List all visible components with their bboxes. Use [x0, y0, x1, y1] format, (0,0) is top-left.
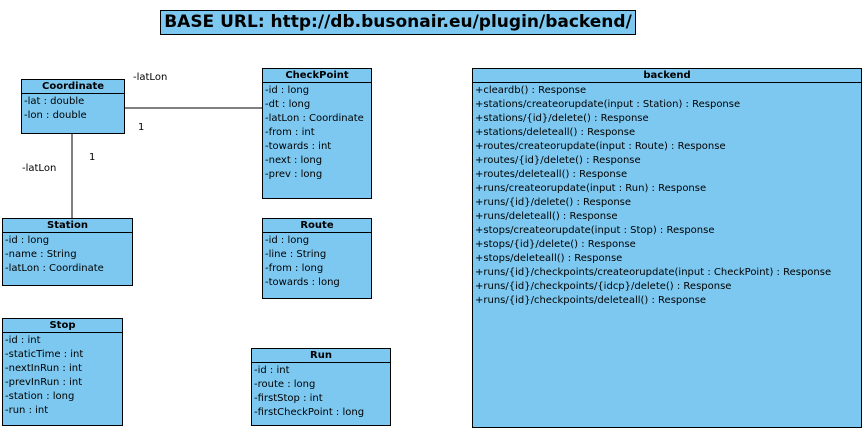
checkpoint-multiplicity-label: 1 — [138, 122, 145, 133]
class-backend[interactable]: backend +cleardb() : Response +stations/… — [472, 68, 862, 428]
class-name: Run — [252, 349, 390, 363]
attribute: -line : String — [265, 249, 327, 260]
attribute: -from : int — [265, 127, 315, 138]
method: +stops/{id}/delete() : Response — [475, 239, 636, 250]
class-station[interactable]: Station -id : long -name : String -latLo… — [2, 218, 133, 286]
method: +stations/{id}/delete() : Response — [475, 113, 649, 124]
class-coordinate[interactable]: Coordinate -lat : double -lon : double — [21, 79, 125, 134]
base-url-title: BASE URL: http://db.busonair.eu/plugin/b… — [160, 10, 636, 35]
attribute: -prevInRun : int — [5, 377, 83, 388]
method: +stops/deleteall() : Response — [475, 253, 623, 264]
class-name: Station — [3, 219, 132, 233]
attribute: -towards : long — [265, 277, 340, 288]
attribute: -run : int — [5, 405, 49, 416]
attribute: -firstCheckPoint : long — [254, 407, 365, 418]
method: +cleardb() : Response — [475, 85, 587, 96]
method: +runs/{id}/delete() : Response — [475, 197, 632, 208]
class-name: Coordinate — [22, 80, 124, 94]
attribute: -id : int — [5, 335, 41, 346]
class-run[interactable]: Run -id : int -route : long -firstStop :… — [251, 348, 391, 426]
method: +stations/createorupdate(input : Station… — [475, 99, 741, 110]
method: +routes/{id}/delete() : Response — [475, 155, 641, 166]
attribute: -latLon : Coordinate — [265, 113, 364, 124]
method: +runs/{id}/checkpoints/deleteall() : Res… — [475, 295, 707, 306]
station-role-label: -latLon — [22, 163, 57, 174]
station-multiplicity-label: 1 — [89, 152, 96, 163]
method: +routes/createorupdate(input : Route) : … — [475, 141, 726, 152]
attribute: -lat : double — [24, 96, 85, 107]
attribute: -towards : int — [265, 141, 332, 152]
attribute: -dt : long — [265, 99, 311, 110]
attribute: -from : long — [265, 263, 324, 274]
checkpoint-role-label: -latLon — [133, 72, 168, 83]
class-name: Stop — [3, 319, 122, 333]
attribute: -prev : long — [265, 169, 323, 180]
method: +runs/{id}/checkpoints/{idcp}/delete() :… — [475, 281, 732, 292]
class-name: Route — [263, 219, 371, 233]
class-name: CheckPoint — [263, 69, 371, 83]
attribute: -name : String — [5, 249, 77, 260]
class-checkpoint[interactable]: CheckPoint -id : long -dt : long -latLon… — [262, 68, 372, 199]
class-route[interactable]: Route -id : long -line : String -from : … — [262, 218, 372, 299]
method: +runs/createorupdate(input : Run) : Resp… — [475, 183, 707, 194]
attribute: -id : long — [265, 85, 310, 96]
attribute: -id : int — [254, 365, 290, 376]
attribute: -id : long — [265, 235, 310, 246]
attribute: -staticTime : int — [5, 349, 84, 360]
attribute: -lon : double — [24, 110, 87, 121]
attribute: -station : long — [5, 391, 75, 402]
attribute: -route : long — [254, 379, 316, 390]
method: +runs/deleteall() : Response — [475, 211, 618, 222]
method: +stops/createorupdate(input : Stop) : Re… — [475, 225, 715, 236]
attribute: -id : long — [5, 235, 50, 246]
attribute: -latLon : Coordinate — [5, 263, 104, 274]
method: +stations/deleteall() : Response — [475, 127, 636, 138]
method: +routes/deleteall() : Response — [475, 169, 628, 180]
attribute: -firstStop : int — [254, 393, 323, 404]
method: +runs/{id}/checkpoints/createorupdate(in… — [475, 267, 832, 278]
attribute: -next : long — [265, 155, 323, 166]
class-stop[interactable]: Stop -id : int -staticTime : int -nextIn… — [2, 318, 123, 426]
class-name: backend — [473, 69, 861, 83]
attribute: -nextInRun : int — [5, 363, 82, 374]
